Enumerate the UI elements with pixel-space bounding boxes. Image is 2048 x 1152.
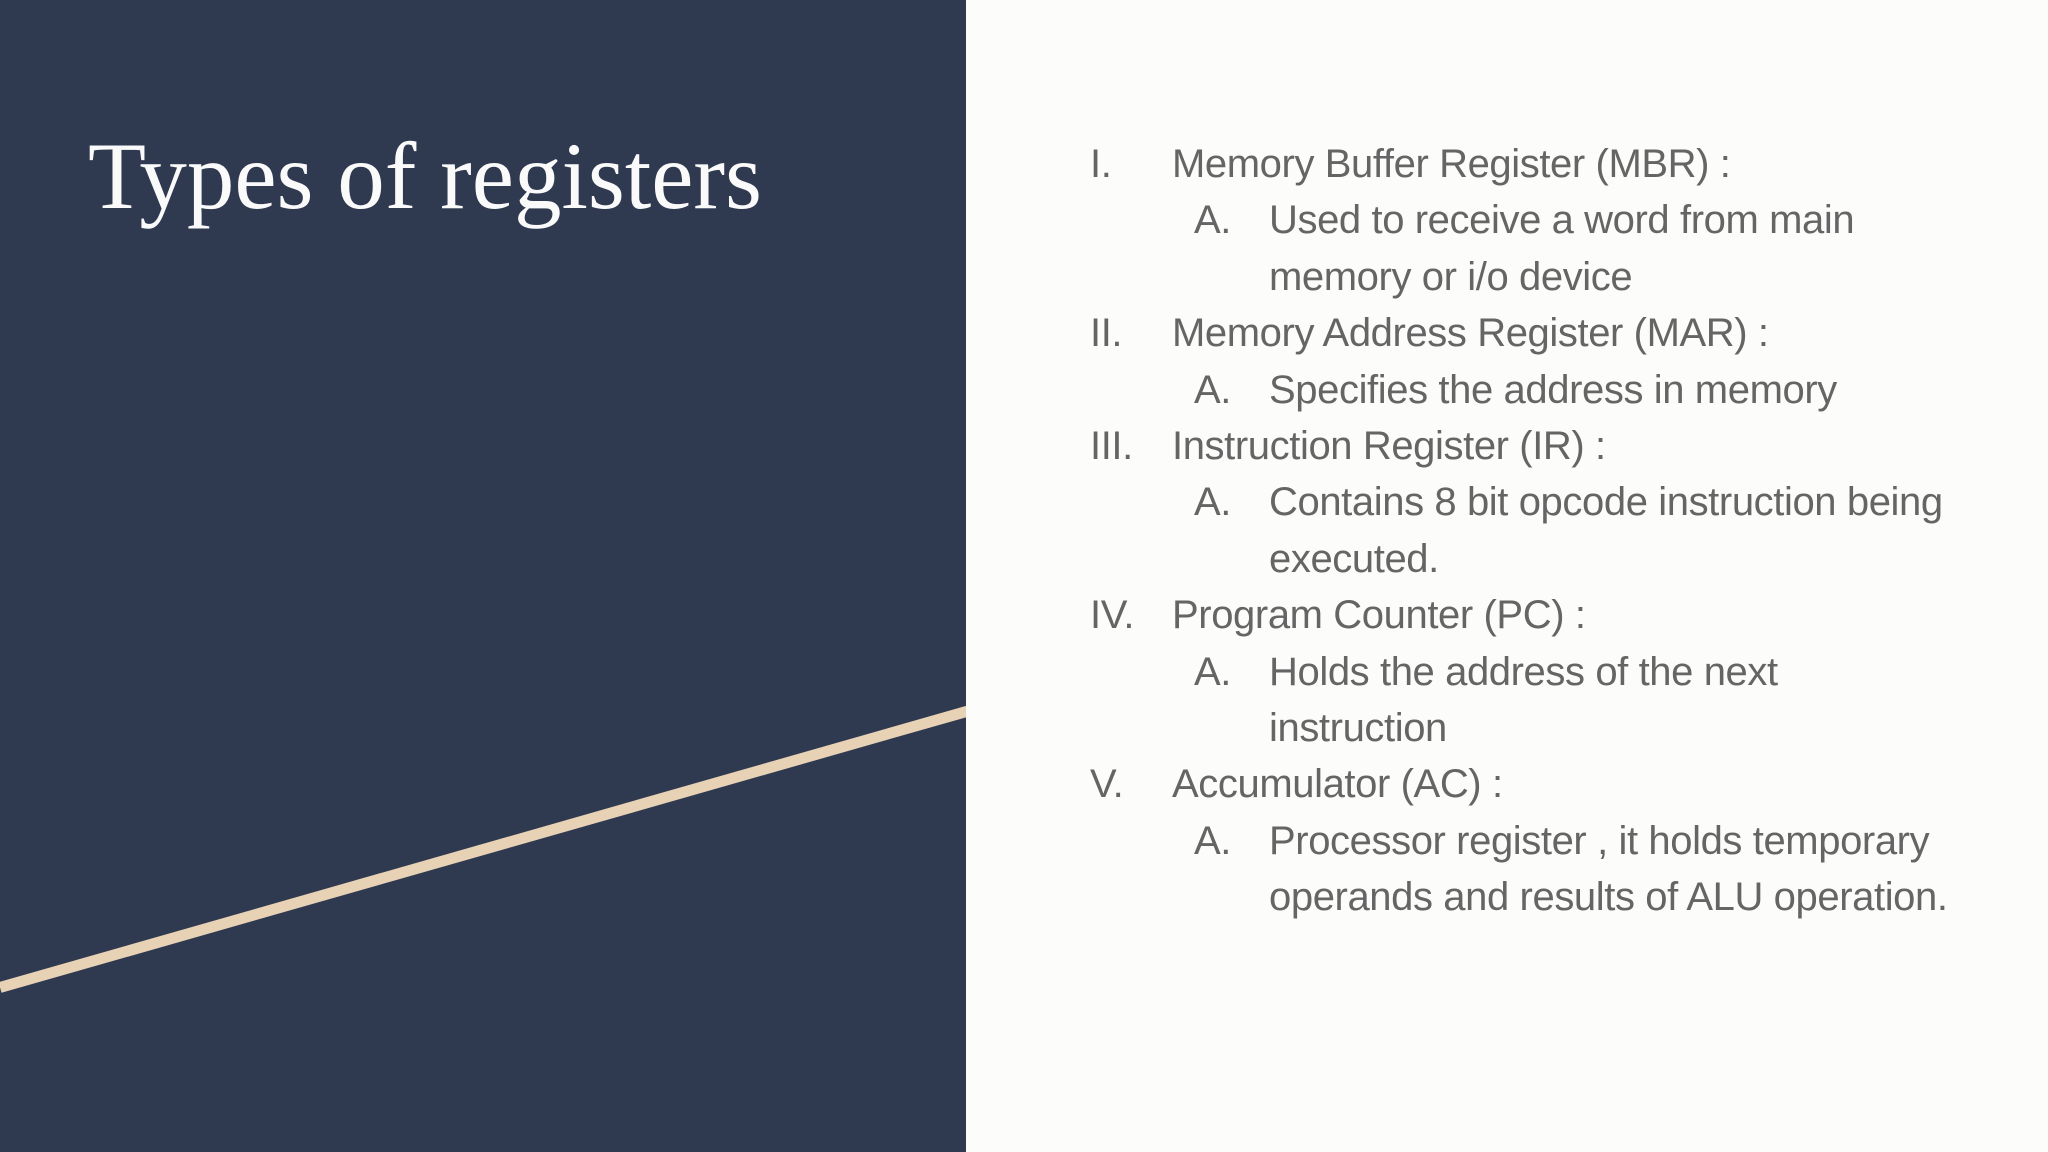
register-heading-row: IV. Program Counter (PC) : <box>1090 587 2030 643</box>
list-item: II. Memory Address Register (MAR) : A. S… <box>1090 305 2030 418</box>
detail-line: executed. <box>1269 536 1439 581</box>
register-detail-row: A. Holds the address of the next instruc… <box>1090 644 2030 757</box>
register-detail-text: Holds the address of the next instructio… <box>1269 644 2030 757</box>
register-detail-row: A. Contains 8 bit opcode instruction bei… <box>1090 474 2030 587</box>
roman-numeral: III. <box>1090 424 1133 469</box>
detail-line: operands and results of ALU operation. <box>1269 875 1948 920</box>
list-item: III. Instruction Register (IR) : A. Cont… <box>1090 418 2030 587</box>
detail-line: instruction <box>1269 706 1447 751</box>
letter-marker: A. <box>1194 198 1231 243</box>
list-item: V. Accumulator (AC) : A. Processor regis… <box>1090 756 2030 925</box>
register-heading-text: Memory Buffer Register (MBR) : <box>1172 142 1731 186</box>
detail-line: memory or i/o device <box>1269 254 1633 299</box>
roman-numeral: I. <box>1090 142 1112 186</box>
register-detail-row: A. Specifies the address in memory <box>1090 362 2030 418</box>
list-item: IV. Program Counter (PC) : A. Holds the … <box>1090 587 2030 756</box>
register-detail-row: A. Processor register , it holds tempora… <box>1090 813 2030 926</box>
register-heading-row: II. Memory Address Register (MAR) : <box>1090 305 2030 361</box>
register-heading-text: Instruction Register (IR) : <box>1172 424 1606 469</box>
detail-line: Processor register , it holds temporary <box>1269 818 1930 863</box>
register-detail-row: A. Used to receive a word from main memo… <box>1090 192 2030 305</box>
roman-numeral: V. <box>1090 762 1124 807</box>
register-heading-row: V. Accumulator (AC) : <box>1090 756 2030 812</box>
letter-marker: A. <box>1194 649 1231 694</box>
register-list: I. Memory Buffer Register (MBR) : A. Use… <box>1090 136 2030 926</box>
register-heading-text: Memory Address Register (MAR) : <box>1172 311 1769 356</box>
letter-marker: A. <box>1194 818 1231 863</box>
detail-line: Contains 8 bit opcode instruction being <box>1269 480 1943 525</box>
register-detail-text: Used to receive a word from main memory … <box>1269 192 2030 305</box>
detail-line: Used to receive a word from main <box>1269 198 1855 243</box>
register-heading-text: Accumulator (AC) : <box>1172 762 1503 807</box>
register-detail-text: Processor register , it holds temporary … <box>1269 813 2030 926</box>
detail-line: Specifies the address in memory <box>1269 367 1837 412</box>
list-item: I. Memory Buffer Register (MBR) : A. Use… <box>1090 136 2030 305</box>
letter-marker: A. <box>1194 480 1231 525</box>
register-detail-text: Contains 8 bit opcode instruction being … <box>1269 474 2030 587</box>
title-panel: Types of registers <box>0 0 966 1152</box>
slide-title: Types of registers <box>88 123 762 229</box>
register-heading-text: Program Counter (PC) : <box>1172 593 1586 638</box>
roman-numeral: II. <box>1090 311 1123 356</box>
detail-line: Holds the address of the next <box>1269 649 1778 694</box>
register-heading-row: III. Instruction Register (IR) : <box>1090 418 2030 474</box>
register-heading-row: I. Memory Buffer Register (MBR) : <box>1090 136 2030 192</box>
letter-marker: A. <box>1194 367 1231 412</box>
register-detail-text: Specifies the address in memory <box>1269 362 2030 418</box>
roman-numeral: IV. <box>1090 593 1135 638</box>
diagonal-accent-line <box>0 703 966 993</box>
